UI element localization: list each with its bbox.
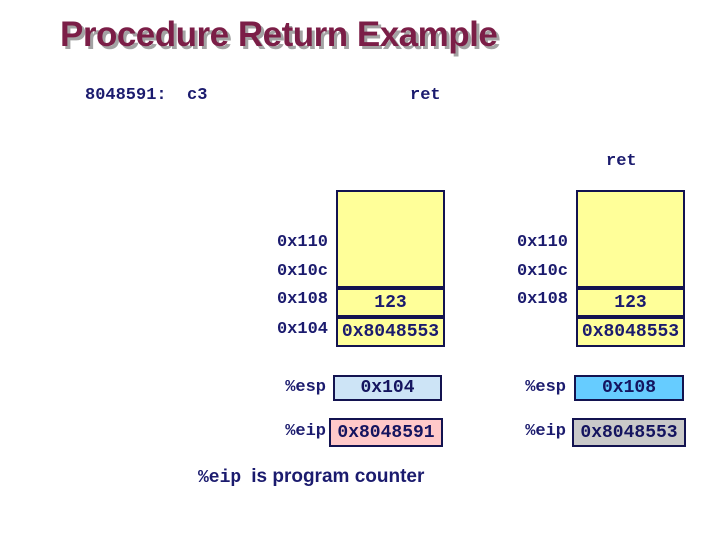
slide-title: Procedure Return Example <box>60 15 498 54</box>
before-address-label-0x108: 0x108 <box>276 290 328 309</box>
after-stack-cell-retaddr: 0x8048553 <box>576 317 685 347</box>
code-instruction: ret <box>410 86 441 105</box>
before-esp-value-box: 0x104 <box>333 375 442 401</box>
before-stack-cell-123: 123 <box>336 288 445 317</box>
after-address-label-0x110: 0x110 <box>516 233 568 252</box>
after-eip-label: %eip <box>525 422 566 441</box>
before-stack-cell-retaddr: 0x8048553 <box>336 317 445 347</box>
after-instruction-label: ret <box>606 152 637 171</box>
after-eip-value-box: 0x8048553 <box>572 418 686 447</box>
code-address-bytes: 8048591: c3 <box>85 86 208 105</box>
before-address-label-0x110: 0x110 <box>276 233 328 252</box>
after-stack-empty-cell <box>576 190 685 288</box>
after-stack: 123 0x8048553 <box>576 190 685 347</box>
before-stack: 123 0x8048553 <box>336 190 445 347</box>
caption: %eip is program counter <box>198 466 424 488</box>
before-address-label-0x104: 0x104 <box>276 320 328 339</box>
after-address-label-0x10c: 0x10c <box>516 262 568 281</box>
after-address-label-0x108: 0x108 <box>516 290 568 309</box>
before-eip-label: %eip <box>285 422 326 441</box>
after-esp-label: %esp <box>525 378 566 397</box>
before-address-label-0x10c: 0x10c <box>276 262 328 281</box>
caption-text: is program counter <box>251 466 425 487</box>
after-stack-cell-123: 123 <box>576 288 685 317</box>
before-eip-value-box: 0x8048591 <box>329 418 443 447</box>
before-esp-label: %esp <box>285 378 326 397</box>
caption-register: %eip <box>198 468 242 488</box>
before-stack-empty-cell <box>336 190 445 288</box>
after-esp-value-box: 0x108 <box>574 375 684 401</box>
